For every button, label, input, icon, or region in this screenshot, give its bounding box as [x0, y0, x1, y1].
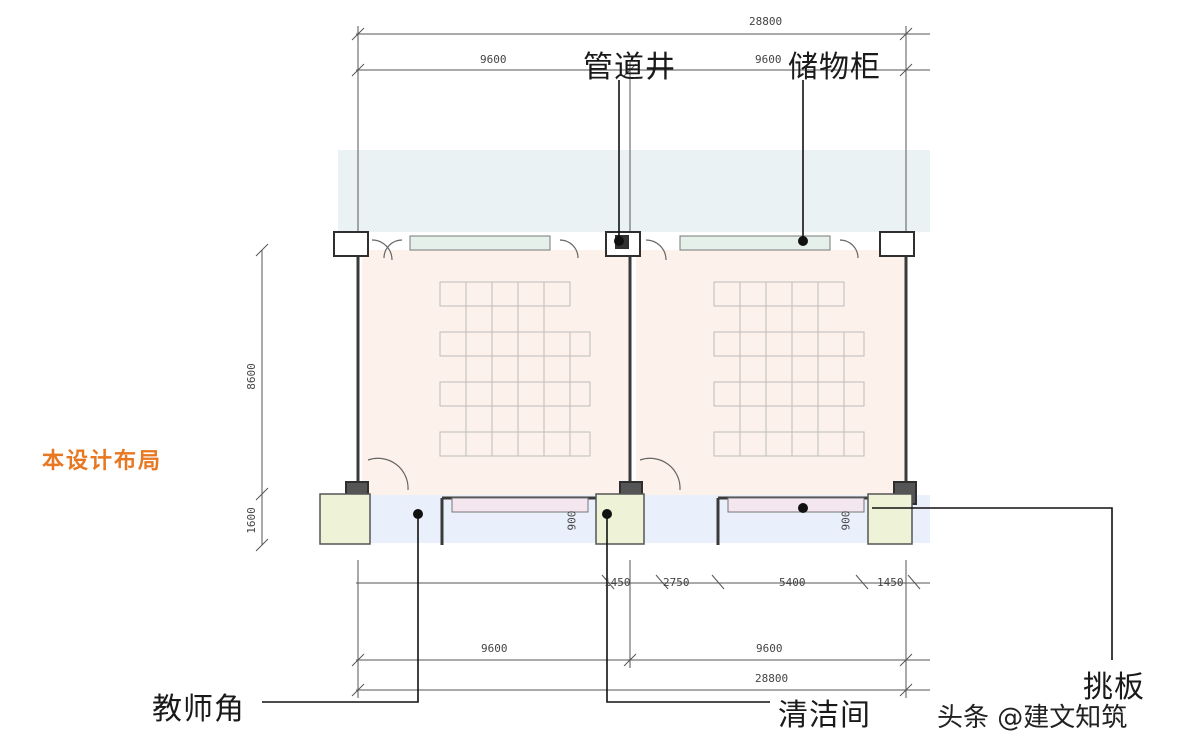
service-rooms — [319, 493, 913, 545]
dim-5400: 5400 — [779, 576, 806, 589]
dim-2750: 2750 — [663, 576, 690, 589]
dim-900-b: 900 — [839, 510, 853, 531]
pipe-shaft-label: 管道井 — [583, 50, 676, 85]
dim-top-left: 9600 — [480, 53, 507, 66]
desk-grid-right — [713, 281, 865, 457]
teacher-corner-label: 教师角 — [152, 692, 245, 727]
dim-room-depth: 8600 — [244, 363, 258, 390]
desk-grid-left — [439, 281, 591, 457]
dim-900-a: 900 — [565, 510, 579, 531]
callout-leaders — [262, 80, 1113, 703]
storage-cabinet-label: 储物柜 — [788, 50, 881, 85]
cleaning-room-label: 清洁间 — [778, 698, 871, 733]
roof-band — [338, 150, 930, 232]
classroom-right-floor — [636, 250, 906, 495]
dim-top-right: 9600 — [755, 53, 782, 66]
dim-1450-b: 1450 — [877, 576, 904, 589]
dim-corridor-depth: 1600 — [244, 507, 258, 534]
storage-cabinets — [409, 235, 865, 513]
dim-bottom-right: 9600 — [756, 642, 783, 655]
watermark: 头条 @建文知筑 — [937, 703, 1128, 733]
door-swings — [367, 239, 859, 491]
callout-dots — [413, 236, 808, 519]
dim-bottom-total: 28800 — [755, 672, 789, 685]
dim-top-total: 28800 — [749, 15, 783, 28]
left-dimension-lines — [255, 243, 269, 552]
design-layout-title: 本设计布局 — [42, 449, 163, 474]
top-dimension-lines — [351, 26, 930, 240]
classroom-left-floor — [362, 250, 630, 495]
dim-bottom-left: 9600 — [481, 642, 508, 655]
dim-1450-a: 1450 — [604, 576, 631, 589]
bottom-dimension-lines — [351, 560, 930, 698]
cantilever-board-label: 挑板 — [1083, 670, 1145, 705]
